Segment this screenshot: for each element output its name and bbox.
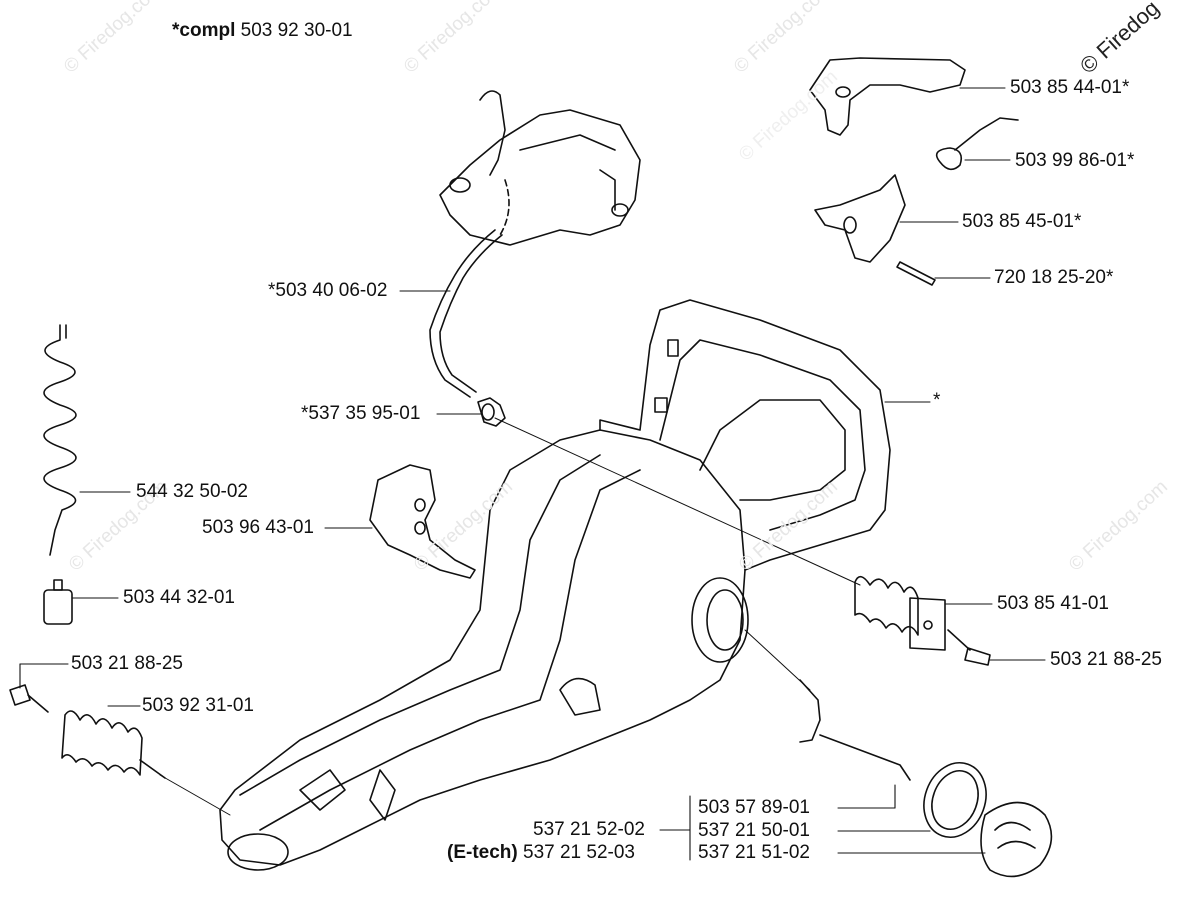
fuel-filter-drawing: [43, 579, 73, 625]
hose-fitting-drawing: [477, 397, 506, 427]
part-label: 503 96 43-01: [202, 517, 314, 538]
part-label: 503 21 88-25: [1050, 649, 1162, 670]
part-label: 503 21 88-25: [71, 653, 183, 674]
compl-part-number: 503 92 30-01: [240, 20, 353, 41]
fuel-cap-drawing: [923, 762, 1053, 878]
part-label: *503 40 06-02: [268, 280, 388, 301]
part-label: 503 99 86-01*: [1015, 150, 1135, 171]
right-av-spring-drawing: [854, 575, 991, 666]
part-label: 720 18 25-20*: [994, 267, 1114, 288]
carburetor-bracket-drawing: [439, 90, 641, 246]
part-label: 503 85 44-01*: [1010, 77, 1130, 98]
leader-lines: [19, 87, 1046, 861]
handle-drawing: [599, 299, 891, 571]
part-label: 503 85 41-01: [997, 593, 1109, 614]
coil-spring-drawing: [43, 324, 77, 556]
assembly-header: *compl 503 92 30-01: [172, 20, 353, 42]
part-label: 503 92 31-01: [142, 695, 254, 716]
part-label: 537 21 50-01: [698, 820, 810, 841]
compl-prefix: *compl: [172, 20, 236, 41]
chain-catcher-drawing: [369, 464, 476, 579]
part-label: 503 44 32-01: [123, 587, 235, 608]
throttle-lockout-drawing: [809, 57, 1019, 286]
part-label: 537 21 51-02: [698, 842, 810, 863]
fuel-hose-drawing: [429, 229, 496, 398]
part-label: 544 32 50-02: [136, 481, 248, 502]
part-label: 503 57 89-01: [698, 797, 810, 818]
part-label: *: [933, 390, 941, 411]
strap-drawing: [799, 679, 911, 781]
etech-prefix: (E-tech): [447, 842, 518, 863]
etech-part-number: 537 21 52-03: [523, 842, 636, 863]
etech-part-label: (E-tech) 537 21 52-03: [447, 842, 635, 864]
part-label: 537 21 52-02: [533, 819, 645, 840]
part-label: 503 85 45-01*: [962, 211, 1082, 232]
part-label: *537 35 95-01: [301, 403, 421, 424]
